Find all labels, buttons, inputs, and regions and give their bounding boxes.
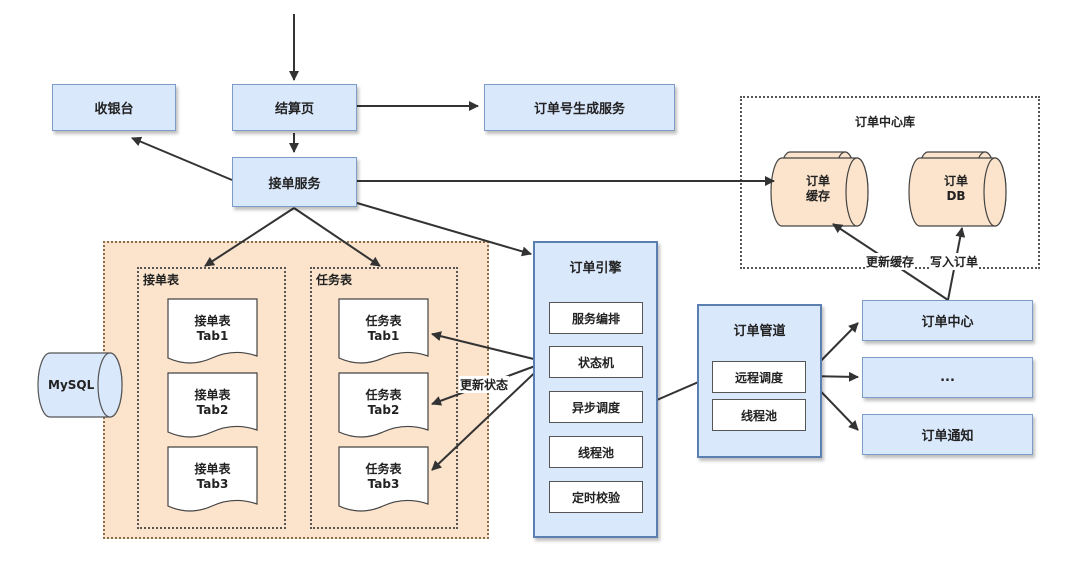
order-pipeline-title: 订单管道 xyxy=(733,324,786,339)
order-cache-label: 订单 缓存 xyxy=(805,174,830,203)
task-tab2-doc xyxy=(338,372,429,438)
order-notification-box[interactable]: 订单通知 xyxy=(862,414,1033,455)
pipeline-remote-dispatch[interactable]: 远程调度 xyxy=(712,361,806,393)
engine-scheduled-check[interactable]: 定时校验 xyxy=(549,481,643,513)
order-engine-title: 订单引擎 xyxy=(569,261,622,276)
accept-tab1-label: 接单表 Tab1 xyxy=(194,314,231,343)
accept-tab3-label: 接单表 Tab3 xyxy=(194,462,231,491)
write-order-label: 写入订单 xyxy=(930,253,979,270)
task-tab1-doc xyxy=(338,298,429,364)
engine-service-orchestration[interactable]: 服务编排 xyxy=(549,302,643,334)
update-status-label: 更新状态 xyxy=(459,376,510,393)
update-cache-label: 更新缓存 xyxy=(866,253,915,270)
accept-table-group xyxy=(137,267,286,529)
engine-thread-pool[interactable]: 线程池 xyxy=(549,436,643,468)
engine-async-dispatch[interactable]: 异步调度 xyxy=(549,391,643,423)
accept-table-group-title: 接单表 xyxy=(143,273,180,287)
task-tab3-doc xyxy=(338,446,429,512)
engine-state-machine[interactable]: 状态机 xyxy=(549,346,643,378)
mysql-label: MySQL xyxy=(48,378,95,392)
order-accept-service-box[interactable]: 接单服务 xyxy=(232,157,357,207)
order-cache-cylinder xyxy=(770,151,869,227)
cashier-box[interactable]: 收银台 xyxy=(52,84,176,131)
edges xyxy=(131,14,966,471)
order-number-service-box[interactable]: 订单号生成服务 xyxy=(484,84,675,131)
checkout-page-box[interactable]: 结算页 xyxy=(232,84,357,131)
ellipsis-box[interactable]: ... xyxy=(862,357,1033,398)
order-center-db-title: 订单中心库 xyxy=(855,115,916,129)
accept-tab2-doc xyxy=(167,372,258,438)
order-db-label: 订单 DB xyxy=(943,174,968,203)
accept-tab3-doc xyxy=(167,446,258,512)
task-tab2-label: 任务表 Tab2 xyxy=(365,388,402,417)
task-tab3-label: 任务表 Tab3 xyxy=(365,462,402,491)
task-table-group xyxy=(310,267,458,529)
order-center-box[interactable]: 订单中心 xyxy=(862,300,1033,341)
task-table-group-title: 任务表 xyxy=(316,273,353,287)
pipeline-thread-pool[interactable]: 线程池 xyxy=(712,399,806,431)
mysql-cylinder xyxy=(37,352,123,418)
task-tab1-label: 任务表 Tab1 xyxy=(365,314,402,343)
order-db-cylinder xyxy=(908,151,1007,227)
accept-tab2-label: 接单表 Tab2 xyxy=(194,388,231,417)
accept-tab1-doc xyxy=(167,298,258,364)
